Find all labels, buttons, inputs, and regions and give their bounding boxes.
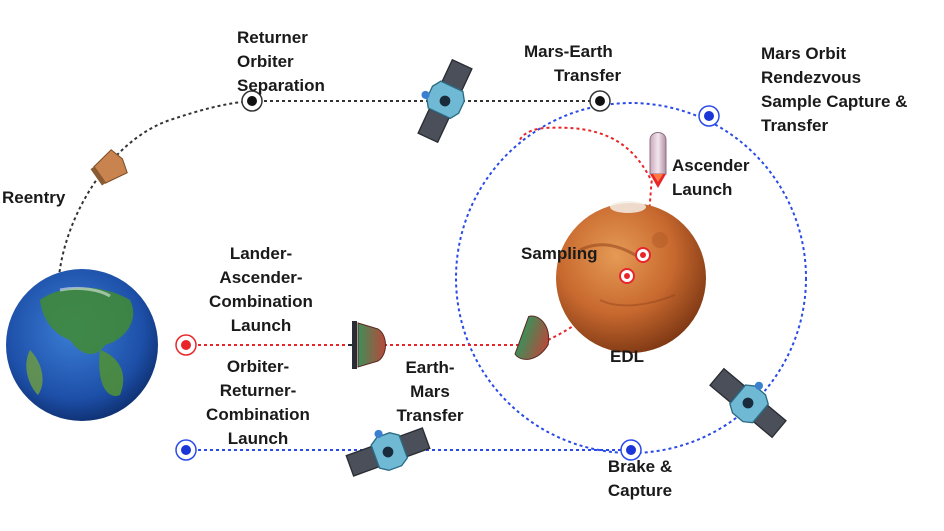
- label-line: Mars-Earth: [524, 42, 613, 61]
- label-line: Transfer: [396, 406, 464, 425]
- label-line: Capture: [607, 481, 673, 500]
- sampling-node-1: [635, 247, 651, 263]
- label-line: Combination: [206, 405, 310, 424]
- label-line: Earth-: [405, 358, 455, 377]
- reentry-capsule-icon: [90, 149, 128, 186]
- label-line: Brake &: [607, 457, 673, 476]
- lander-capsule-icon: [348, 321, 386, 369]
- lander-launch-node: [175, 334, 197, 356]
- label-line: Returner-: [219, 381, 297, 400]
- label-mars-earth-transfer: Mars-Earth Transfer: [524, 40, 621, 88]
- lander-capsule-icon: [514, 315, 550, 360]
- label-line: Returner: [237, 28, 308, 47]
- label-line: Lander-: [229, 244, 293, 263]
- label-edl: EDL: [610, 347, 644, 366]
- label-brake-capture: Brake & Capture: [600, 455, 680, 503]
- ascent-to-orbit-path: [519, 126, 651, 179]
- ascent-path: [642, 177, 653, 256]
- label-line: Launch: [230, 316, 292, 335]
- label-line: Mars: [410, 382, 450, 401]
- label-line: Rendezvous: [761, 68, 862, 87]
- label-line: Transfer: [554, 66, 622, 85]
- label-line: Transfer: [761, 116, 829, 135]
- earth-icon: [6, 269, 158, 421]
- label-line: Sample Capture &: [761, 92, 908, 111]
- label-line: Separation: [237, 76, 325, 95]
- orbiter-spacecraft-icon: [404, 52, 480, 147]
- brake-capture-node: [620, 439, 642, 461]
- label-line: Mars Orbit: [761, 44, 847, 63]
- mars-orbit-path: [455, 102, 807, 454]
- label-earth-mars-transfer: Earth- Mars Transfer: [385, 356, 475, 428]
- label-line: Orbiter-: [226, 357, 290, 376]
- label-reentry: Reentry: [2, 188, 66, 207]
- ascender-rocket-icon: [649, 132, 667, 188]
- label-lander-ascender-launch: Lander- Ascender- Combination Launch: [196, 242, 326, 338]
- label-orbiter-returner-launch: Orbiter- Returner- Combination Launch: [188, 355, 328, 451]
- label-line: Orbiter: [237, 52, 294, 71]
- separation-node: [241, 90, 263, 112]
- label-line: Ascender: [672, 156, 750, 175]
- label-ascender-launch: Ascender Launch: [672, 154, 749, 202]
- label-line: Ascender-: [219, 268, 303, 287]
- return-path-curve: [57, 100, 253, 291]
- label-mars-orbit-rendezvous: Mars Orbit Rendezvous Sample Capture & T…: [761, 42, 907, 138]
- orbiter-launch-node: [175, 439, 197, 461]
- label-line: Launch: [672, 180, 733, 199]
- rendezvous-node: [698, 105, 720, 127]
- label-line: Launch: [227, 429, 289, 448]
- mars-earth-transfer-node: [589, 90, 611, 112]
- label-line: Combination: [209, 292, 313, 311]
- sampling-node-2: [619, 268, 635, 284]
- label-sampling: Sampling: [521, 244, 598, 263]
- label-returner-orbiter-separation: Returner Orbiter Separation: [237, 26, 325, 98]
